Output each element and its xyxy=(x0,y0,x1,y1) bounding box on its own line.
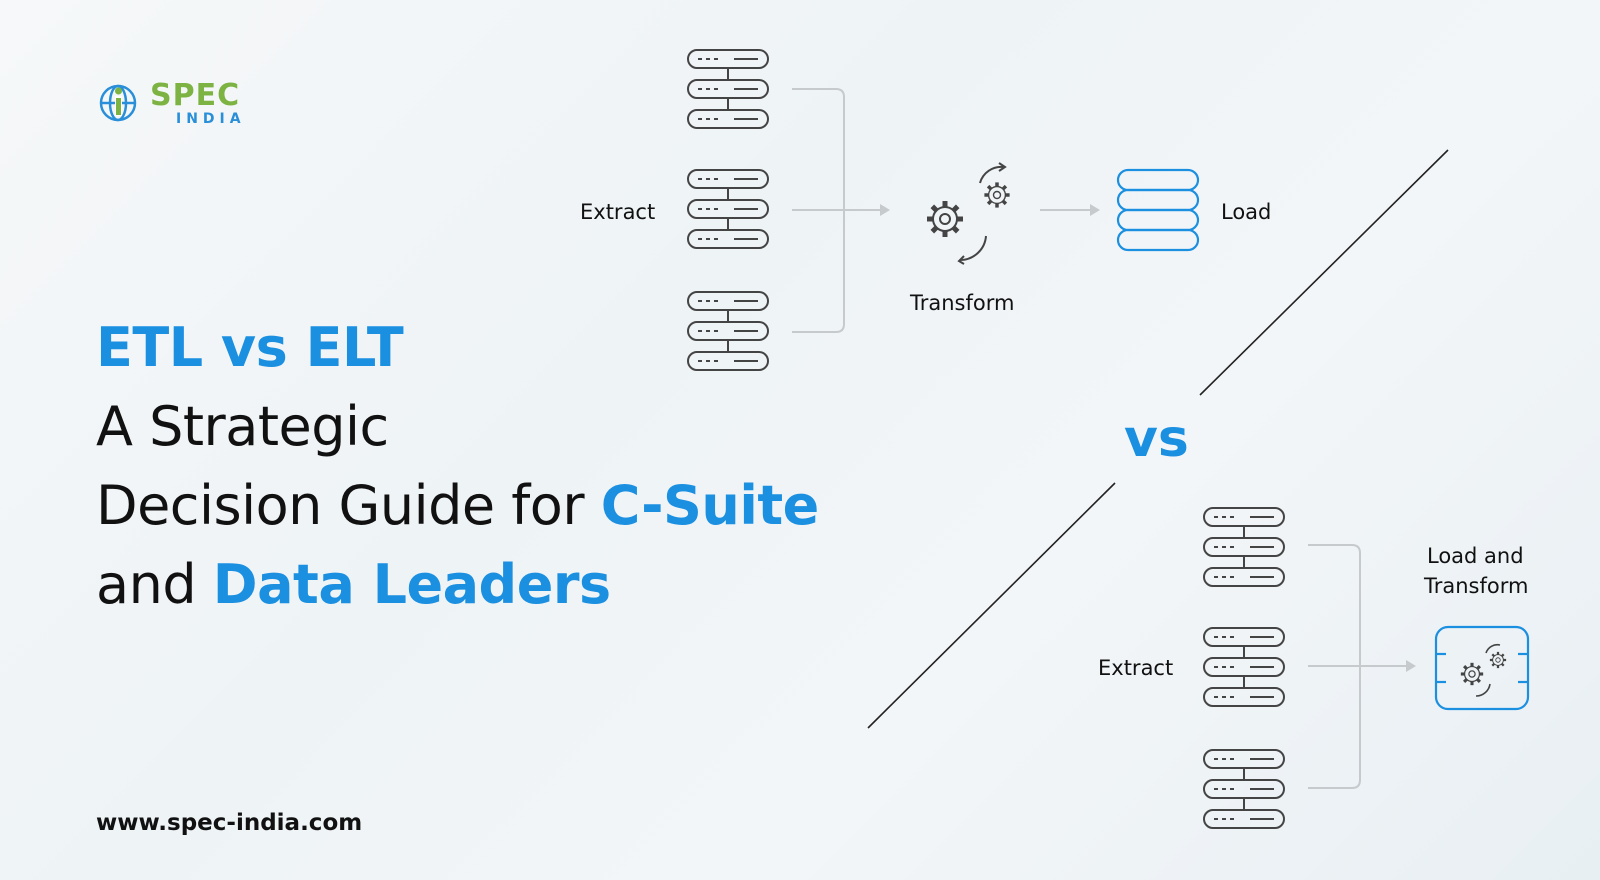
title-line-etl-vs-elt: ETL vs ELT xyxy=(96,316,404,379)
etl-source-server-1-icon xyxy=(688,50,768,128)
elt-source-server-2-icon xyxy=(1204,628,1284,706)
transform-gears-icon xyxy=(927,162,1012,265)
elt-load-transform-label-line2: Transform xyxy=(1423,574,1528,598)
logo-wordmark-spec: SPEC xyxy=(150,77,241,113)
vs-label: vs xyxy=(1124,409,1189,469)
title-highlight-c-suite: C-Suite xyxy=(600,474,820,537)
globe-icon xyxy=(96,78,146,128)
page-title: ETL vs ELT A Strategic Decision Guide fo… xyxy=(96,308,819,624)
title-line-data-leaders: and Data Leaders xyxy=(96,545,819,624)
divider-line-upper xyxy=(1199,149,1449,396)
divider-line-lower xyxy=(867,482,1116,729)
etl-transform-label: Transform xyxy=(909,291,1014,315)
etl-source-server-2-icon xyxy=(688,170,768,248)
title-and-text: and xyxy=(96,553,213,616)
elt-extract-label: Extract xyxy=(1098,656,1173,680)
logo-wordmark-india: INDIA xyxy=(176,110,246,127)
etl-source-server-3-icon xyxy=(688,292,768,370)
title-line-strategic: A Strategic xyxy=(96,395,389,458)
spec-india-logo: SPEC INDIA xyxy=(96,78,246,128)
elt-source-server-3-icon xyxy=(1204,750,1284,828)
load-database-icon xyxy=(1116,168,1200,252)
elt-load-transform-label-line1: Load and xyxy=(1427,544,1524,568)
elt-source-server-1-icon xyxy=(1204,508,1284,586)
etl-extract-label: Extract xyxy=(580,200,655,224)
website-url: www.spec-india.com xyxy=(96,810,363,836)
title-decision-guide-text: Decision Guide for xyxy=(96,474,601,537)
title-highlight-data-leaders: Data Leaders xyxy=(212,553,611,616)
load-and-transform-database-icon xyxy=(1434,625,1530,711)
etl-load-label: Load xyxy=(1221,200,1271,224)
title-line-decision-guide: Decision Guide for C-Suite xyxy=(96,466,819,545)
